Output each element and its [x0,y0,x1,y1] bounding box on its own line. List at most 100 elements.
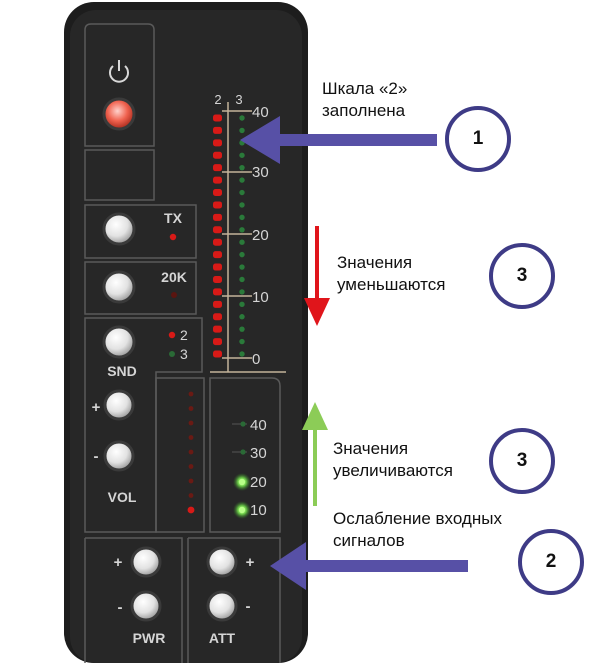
att-led-40 [240,421,246,427]
pwr-meter-led [188,435,194,440]
scale-2-led [213,201,222,209]
tx-label: TX [164,210,183,226]
callout-values-increase: Значения увеличиваются [333,439,453,480]
scale-2-led [213,139,222,147]
scale-2-led [213,263,222,271]
scale-3-led [239,251,245,258]
scale-3-led [239,227,245,233]
callout-scale-filled: Шкала «2» заполнена [322,79,408,120]
scale-3-led [239,301,245,308]
marker-2: 2 [518,529,584,595]
scale-2-led [213,350,222,358]
scale-2-led [213,300,222,308]
scale-3-led [239,152,245,158]
upper-tick-0: 0 [252,351,260,368]
power-button[interactable] [102,97,136,131]
att-meter [232,421,251,519]
snd-button[interactable] [102,325,136,359]
vol-minus-label: - [94,448,99,465]
upper-tick-40: 40 [252,104,269,121]
arrow-scale-filled [240,116,437,164]
pwr-minus-label: - [118,599,123,616]
upper-tick-20: 20 [252,227,269,244]
tx-button[interactable] [102,212,136,246]
scale-3-led [239,314,245,320]
scale-2-led [213,226,222,234]
power-icon [109,60,129,83]
scale-2-led [213,275,222,283]
scale-3-led [239,239,245,245]
scale-3-led [239,202,245,208]
att-tick-20: 20 [250,474,267,491]
pwr-meter-led [188,464,194,469]
upper-col-label-3: 3 [235,92,242,107]
scale-2-led [213,164,222,172]
scale-2-led [213,325,222,333]
att-minus-label: - [246,598,251,615]
scale-3-led [239,264,245,270]
scale-2-led [168,331,176,339]
scale-3-led [239,214,245,221]
upper-meter [210,102,286,373]
att-plus-label: + [246,554,255,571]
att-tick-10: 10 [250,502,267,519]
pwr-plus-label: + [114,554,123,571]
pwr-meter-led [188,493,194,498]
pwr-meter-led [187,506,195,514]
marker-1: 1 [445,106,511,172]
scale-3-led [239,177,245,183]
scale-2-led [213,176,222,184]
att-down-button[interactable] [206,590,238,622]
scale-3-led [239,289,245,295]
att-led-20 [238,478,246,486]
callout-input-attenuation: Ослабление входных сигналов [333,509,502,550]
scale-2-led [213,288,222,296]
att-label: ATT [209,630,236,646]
20k-led [171,292,177,298]
pwr-meter-led [188,420,194,426]
arrow-values-decrease [304,226,330,326]
vol-down-button[interactable] [103,440,135,472]
scale-2-led [213,126,222,134]
scale-2-led [213,213,222,221]
scale-3-led [239,115,245,121]
upper-tick-30: 30 [252,164,269,181]
scale-2-led [213,313,222,321]
marker-3-top: 3 [489,243,555,309]
scale-2-led [213,189,222,197]
20k-label: 20K [161,269,187,285]
vol-plus-label: + [92,399,101,416]
callout-values-decrease: Значения уменьшаются [337,253,446,294]
arrow-values-increase [302,402,328,506]
att-tick-30: 30 [250,445,267,462]
att-led-30 [240,449,246,455]
upper-tick-10: 10 [252,289,269,306]
vol-up-button[interactable] [103,389,135,421]
arrow-input-attenuation [270,542,468,590]
att-led-10 [238,506,246,514]
scale-3-led [239,338,245,345]
scale-3-led [239,189,245,196]
scale-2-led [213,251,222,259]
pwr-down-button[interactable] [130,590,162,622]
att-up-button[interactable] [206,546,238,578]
scale-3-led [239,127,245,134]
scale-3-led [239,351,245,357]
scale-2-led [213,114,222,122]
20k-button[interactable] [102,270,136,304]
pwr-meter-led [188,449,194,455]
scale-3-label: 3 [180,346,188,362]
scale-3-led [239,276,245,283]
att-tick-40: 40 [250,417,267,434]
pwr-up-button[interactable] [130,546,162,578]
pwr-meter-led [188,478,194,484]
scale-3-led [239,326,245,332]
pwr-meter-led [188,391,194,397]
scale-2-led [213,151,222,159]
snd-label: SND [107,363,137,379]
scale-2-label: 2 [180,327,188,343]
marker-3-bottom: 3 [489,428,555,494]
scale-2-led [213,238,222,246]
scale-2-led [213,338,222,346]
